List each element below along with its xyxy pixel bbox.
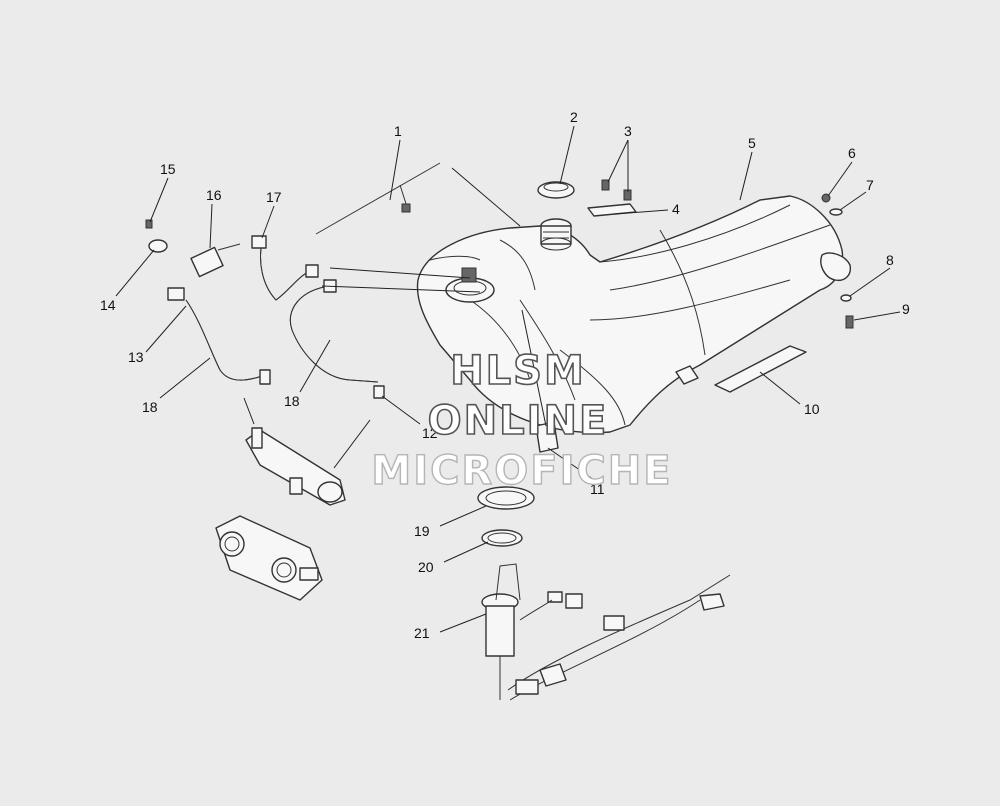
callout-4: 4 [672,201,680,217]
seal-20 [481,529,523,547]
callout-9: 9 [902,301,910,317]
callout-18-right: 18 [284,393,300,409]
vent-tube [315,162,441,235]
callouts: 1 2 3 4 5 6 7 8 9 10 11 12 13 14 15 16 1… [100,109,910,641]
leader-lines [115,125,901,633]
watermark-line-1: HLSM [450,348,586,394]
callout-5: 5 [748,135,756,151]
clamp-14-15 [145,219,168,253]
fuel-lines [167,235,385,399]
fuel-cap [537,181,575,199]
fuel-rail [245,427,346,506]
callout-17: 17 [266,189,282,205]
callout-8: 8 [886,252,894,268]
callout-10: 10 [804,401,820,417]
callout-7: 7 [866,177,874,193]
callout-18-left: 18 [142,399,158,415]
callout-20: 20 [418,559,434,575]
watermark-line-2: ONLINE [428,398,609,444]
screws-3 [601,179,632,201]
tank-pump-opening [445,267,495,303]
callout-12: 12 [422,425,438,441]
watermark: HLSM ONLINE MICROFICHE [371,347,672,495]
callout-6: 6 [848,145,856,161]
clip-11 [535,421,559,453]
throttle-body [215,515,323,601]
callout-2: 2 [570,109,578,125]
watermark-line-3: MICROFICHE [371,448,672,494]
fuel-filler-neck [540,218,572,251]
callout-14: 14 [100,297,116,313]
callout-21: 21 [414,625,430,641]
callout-3: 3 [624,123,632,139]
fuel-pump-assembly-21 [481,563,731,701]
pad-10 [714,345,807,393]
callout-16: 16 [206,187,222,203]
callout-19: 19 [414,523,430,539]
callout-13: 13 [128,349,144,365]
bracket-4 [587,203,637,217]
callout-1: 1 [394,123,402,139]
fuel-tank [416,195,852,434]
fuel-filter-16 [190,243,241,278]
callout-15: 15 [160,161,176,177]
lock-ring-19 [477,486,535,510]
callout-11: 11 [590,481,605,497]
